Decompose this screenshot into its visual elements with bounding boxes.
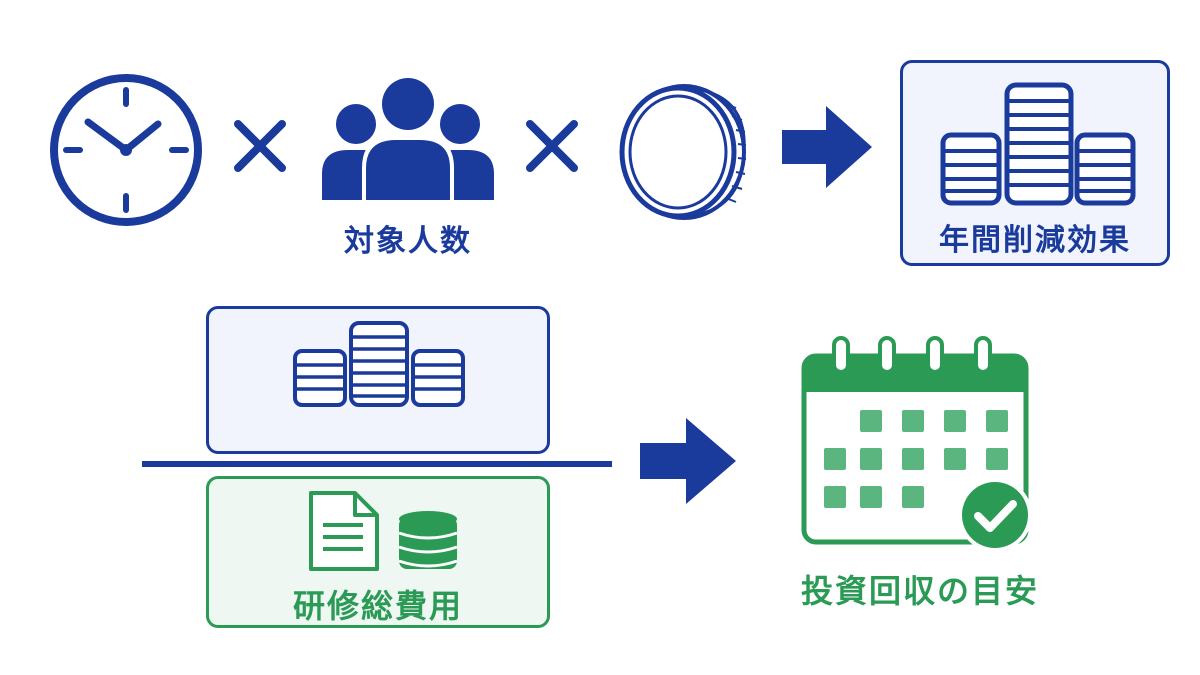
- multiply-operator: [524, 118, 580, 174]
- check-icon: [956, 476, 1034, 554]
- multiply-operator: ×: [232, 118, 288, 174]
- fraction-line: [142, 461, 612, 467]
- clock-icon: [48, 72, 204, 228]
- arrow-right-icon: [640, 418, 736, 504]
- people-label: 対象人数: [344, 224, 472, 259]
- database-icon: [395, 509, 461, 575]
- coin-stacks-icon: [291, 317, 467, 409]
- annual-savings-label: 年間削減効果: [939, 223, 1131, 258]
- denominator-label: 研修総費用: [292, 587, 463, 625]
- document-icon: [305, 489, 385, 573]
- payback-label: 投資回収の目安: [800, 572, 1039, 610]
- coin-stacks-icon: [937, 77, 1137, 207]
- coin-icon: [608, 82, 748, 222]
- numerator-box: [206, 306, 550, 454]
- denominator-box: 研修総費用: [206, 476, 550, 628]
- annual-savings-box: 年間削減効果: [900, 60, 1170, 266]
- people-icon: [318, 74, 498, 202]
- arrow-right-icon: [782, 106, 872, 188]
